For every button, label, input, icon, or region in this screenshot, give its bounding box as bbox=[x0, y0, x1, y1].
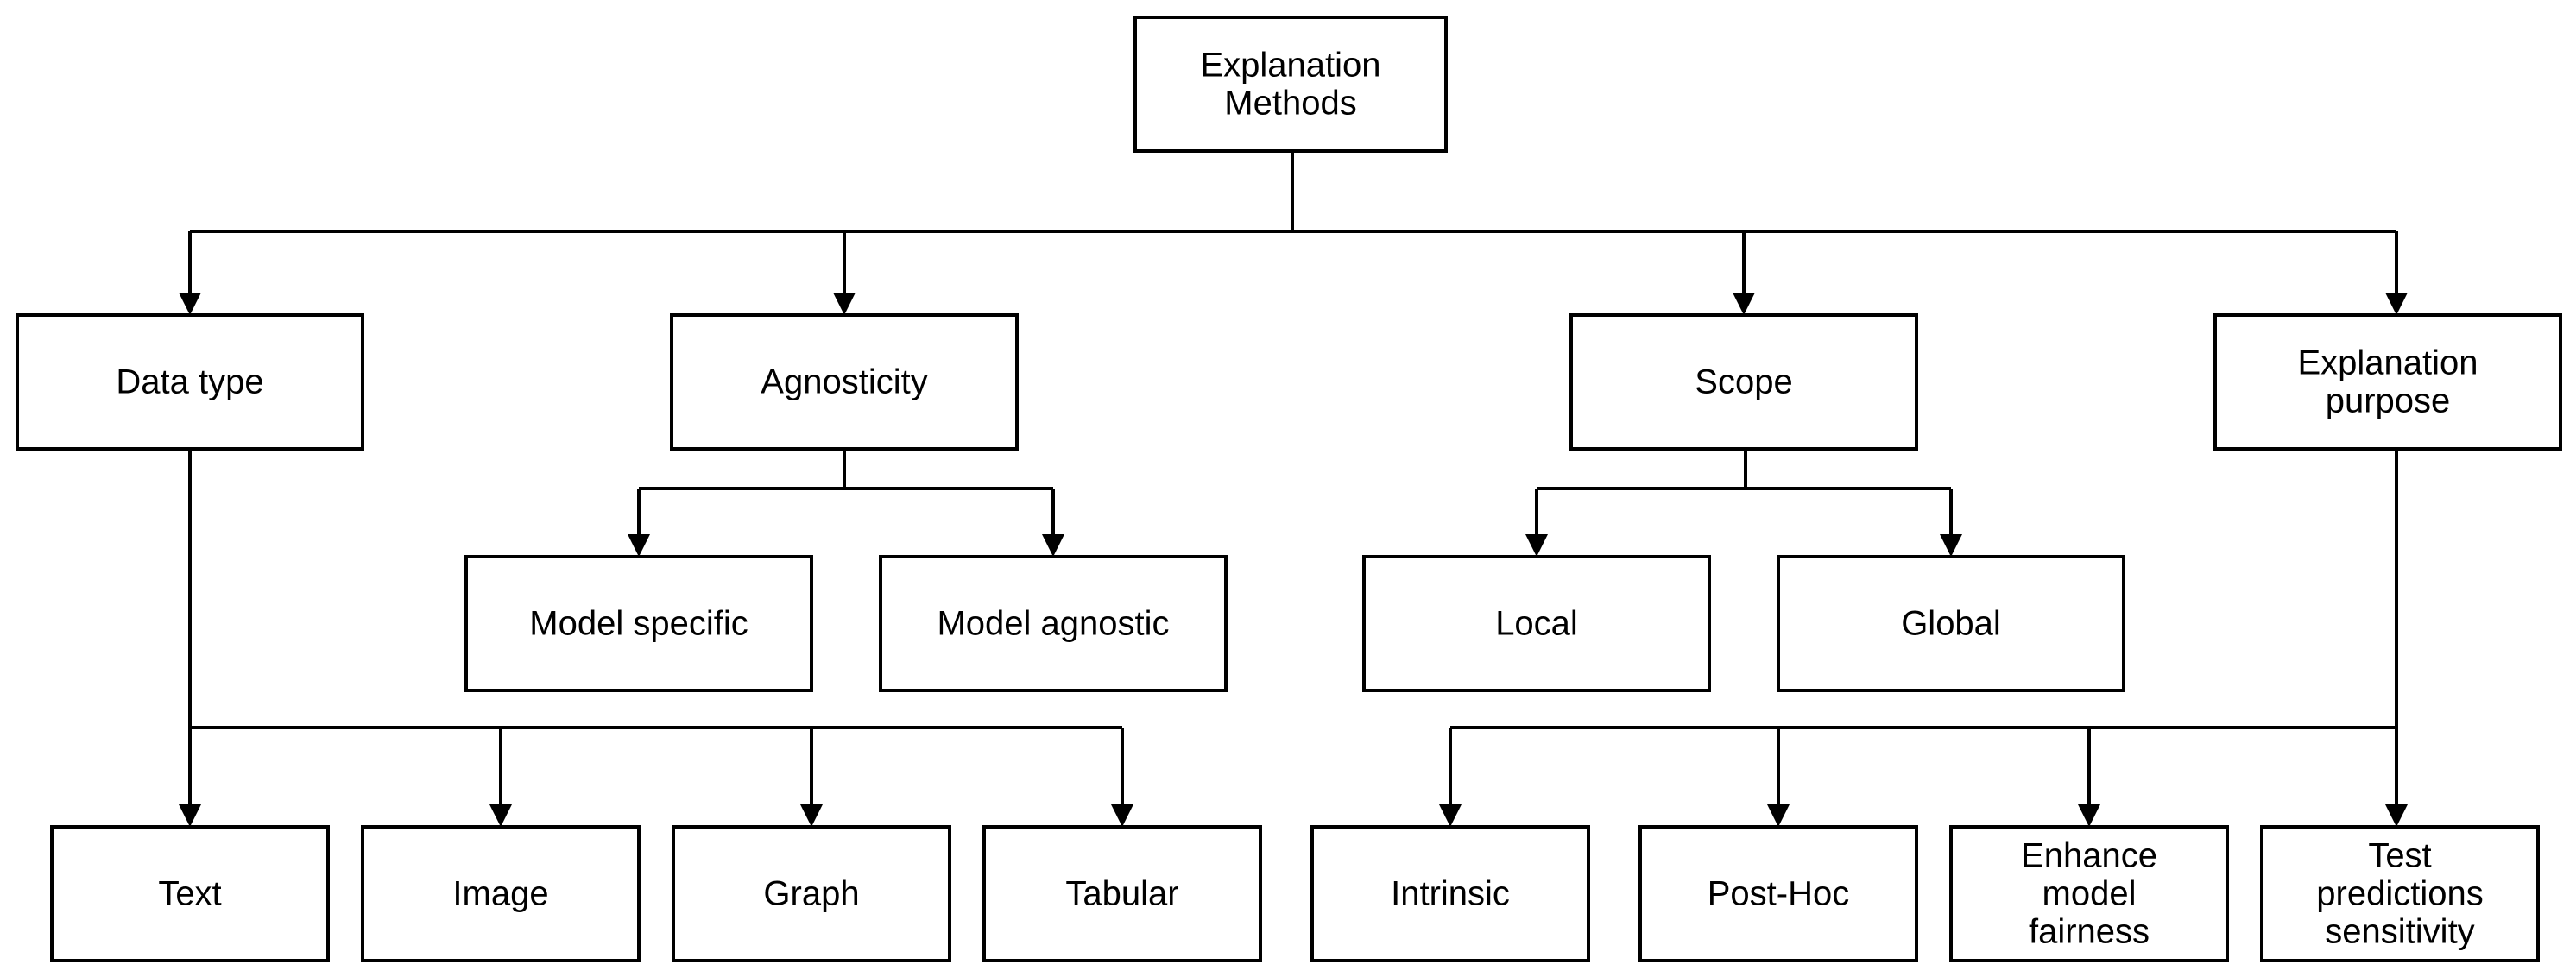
node-label-data-type: Data type bbox=[116, 363, 263, 401]
node-scope: Scope bbox=[1569, 313, 1918, 451]
node-image: Image bbox=[361, 825, 641, 962]
arrowhead-agnosticity bbox=[833, 293, 856, 315]
node-label-scope: Scope bbox=[1695, 363, 1792, 401]
arrowhead-image bbox=[489, 804, 512, 827]
node-box-agnosticity bbox=[670, 313, 1019, 451]
node-box-test-predictions-sensitivity bbox=[2260, 825, 2540, 962]
node-box-model-specific bbox=[464, 555, 813, 692]
connector-group-data-type bbox=[179, 449, 1133, 827]
node-graph: Graph bbox=[672, 825, 951, 962]
node-label-test-predictions-sensitivity: Test bbox=[2368, 837, 2431, 875]
node-label-enhance-model-fairness: model bbox=[2042, 875, 2137, 913]
node-label-tabular: Tabular bbox=[1065, 875, 1178, 913]
arrowhead-global bbox=[1940, 534, 1962, 557]
node-box-text bbox=[50, 825, 330, 962]
arrowhead-local bbox=[1525, 534, 1548, 557]
node-label-model-agnostic: Model agnostic bbox=[937, 605, 1169, 643]
arrowhead-text bbox=[179, 804, 201, 827]
node-global: Global bbox=[1777, 555, 2125, 692]
arrowhead-explanation-purpose bbox=[2385, 293, 2408, 315]
arrowhead-scope bbox=[1733, 293, 1755, 315]
node-label-post-hoc: Post-Hoc bbox=[1708, 875, 1850, 913]
node-box-graph bbox=[672, 825, 951, 962]
node-label-test-predictions-sensitivity: predictions bbox=[2316, 875, 2483, 913]
node-data-type: Data type bbox=[16, 313, 364, 451]
node-post-hoc: Post-Hoc bbox=[1638, 825, 1918, 962]
node-model-specific: Model specific bbox=[464, 555, 813, 692]
node-box-scope bbox=[1569, 313, 1918, 451]
connector-group-explanation-purpose bbox=[1439, 449, 2408, 827]
node-box-explanation-purpose bbox=[2213, 313, 2562, 451]
node-label-intrinsic: Intrinsic bbox=[1391, 875, 1510, 913]
node-agnosticity: Agnosticity bbox=[670, 313, 1019, 451]
node-label-agnosticity: Agnosticity bbox=[761, 363, 927, 401]
node-model-agnostic: Model agnostic bbox=[879, 555, 1228, 692]
node-label-explanation-purpose: purpose bbox=[2326, 382, 2451, 420]
arrowhead-post-hoc bbox=[1767, 804, 1790, 827]
arrowhead-test-predictions-sensitivity bbox=[2385, 804, 2408, 827]
connectors bbox=[179, 151, 2408, 827]
node-label-graph: Graph bbox=[763, 875, 859, 913]
node-text: Text bbox=[50, 825, 330, 962]
node-label-test-predictions-sensitivity: sensitivity bbox=[2325, 913, 2474, 951]
node-box-image bbox=[361, 825, 641, 962]
node-local: Local bbox=[1362, 555, 1711, 692]
node-label-root: Methods bbox=[1224, 85, 1356, 123]
node-box-post-hoc bbox=[1638, 825, 1918, 962]
node-box-root bbox=[1133, 16, 1448, 153]
connector-group-scope bbox=[1525, 449, 1962, 557]
node-box-enhance-model-fairness bbox=[1949, 825, 2229, 962]
node-label-enhance-model-fairness: Enhance bbox=[2021, 837, 2157, 875]
node-box-tabular bbox=[982, 825, 1262, 962]
arrowhead-enhance-model-fairness bbox=[2078, 804, 2100, 827]
node-tabular: Tabular bbox=[982, 825, 1262, 962]
connector-group-agnosticity bbox=[628, 449, 1064, 557]
node-label-global: Global bbox=[1901, 605, 2001, 643]
node-intrinsic: Intrinsic bbox=[1310, 825, 1590, 962]
connector-group-root bbox=[179, 151, 2408, 315]
node-label-text: Text bbox=[158, 875, 221, 913]
node-label-local: Local bbox=[1495, 605, 1578, 643]
node-label-image: Image bbox=[452, 875, 548, 913]
node-label-explanation-purpose: Explanation bbox=[2297, 344, 2478, 382]
node-box-global bbox=[1777, 555, 2125, 692]
arrowhead-model-specific bbox=[628, 534, 650, 557]
arrowhead-graph bbox=[800, 804, 823, 827]
node-box-data-type bbox=[16, 313, 364, 451]
node-label-enhance-model-fairness: fairness bbox=[2029, 913, 2150, 951]
node-label-root: Explanation bbox=[1200, 47, 1380, 85]
node-box-intrinsic bbox=[1310, 825, 1590, 962]
arrowhead-intrinsic bbox=[1439, 804, 1462, 827]
node-box-model-agnostic bbox=[879, 555, 1228, 692]
arrowhead-data-type bbox=[179, 293, 201, 315]
node-box-local bbox=[1362, 555, 1711, 692]
node-label-model-specific: Model specific bbox=[529, 605, 748, 643]
arrowhead-model-agnostic bbox=[1042, 534, 1064, 557]
arrowhead-tabular bbox=[1111, 804, 1133, 827]
